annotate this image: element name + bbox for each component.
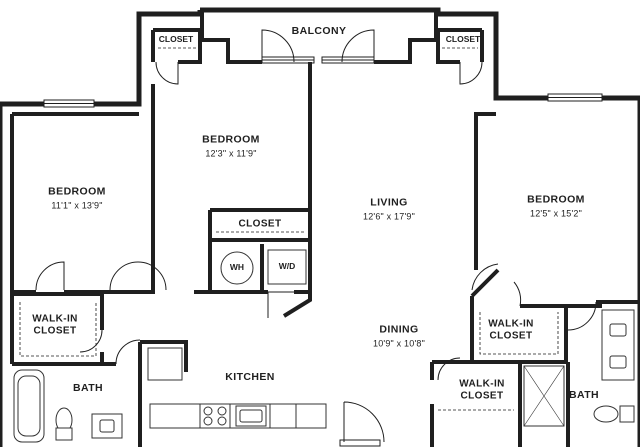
room-kitchen-name: KITCHEN <box>225 370 275 383</box>
wall-center-bedroom-left <box>110 30 155 294</box>
room-closet-top-left: CLOSET <box>158 34 194 45</box>
room-walkin-left-name: WALK-IN CLOSET <box>32 313 78 337</box>
closet-top-left-door <box>155 61 179 85</box>
fixtures <box>13 249 635 443</box>
balcony-door-right <box>341 29 375 63</box>
wall-bath-left <box>12 340 188 372</box>
room-bath-left-name: BATH <box>73 381 103 394</box>
room-bedroom-left-dims: 11'1" x 13'9" <box>51 200 103 211</box>
closet-top-right-door <box>459 61 483 85</box>
rod-walkin-right <box>479 312 559 355</box>
vanity-right-sink-2 <box>609 355 627 369</box>
room-closet-top-right: CLOSET <box>445 34 481 45</box>
bedroom-center-door <box>109 261 139 291</box>
room-bedroom-left: BEDROOM 11'1" x 13'9" <box>48 185 106 210</box>
range-burner-4 <box>217 416 227 426</box>
room-dining-name: DINING <box>379 323 419 336</box>
door-swings <box>35 29 597 443</box>
wall-closet-center <box>194 208 310 294</box>
fixture-water-heater-label: WH <box>229 262 245 273</box>
washer-dryer-icon <box>267 249 307 285</box>
room-closet-top-right-name: CLOSET <box>445 34 481 45</box>
room-kitchen: KITCHEN <box>225 371 274 383</box>
wall-closet-top-left <box>153 28 202 64</box>
wall-wd-angle <box>282 290 312 318</box>
room-bedroom-right-name: BEDROOM <box>527 193 585 206</box>
interior-walls <box>10 28 640 447</box>
room-bedroom-right-dims: 12'5" x 15'2" <box>530 208 582 219</box>
walkin-lower-door <box>437 357 461 381</box>
room-closet-top-left-name: CLOSET <box>158 34 194 45</box>
range-burner-3 <box>203 416 213 426</box>
wall-right-bath <box>566 300 640 447</box>
room-living-dims: 12'6" x 17'9" <box>363 211 415 222</box>
room-bedroom-right: BEDROOM 12'5" x 15'2" <box>527 193 585 218</box>
kitchen-counter-side <box>147 347 183 381</box>
bedroom-right-door <box>471 263 499 291</box>
toilet-left-tank <box>55 427 73 441</box>
room-walkin-right-lower-name: WALK-IN CLOSET <box>459 378 505 402</box>
wall-walkin-lower <box>430 360 522 447</box>
room-closet-center: CLOSET <box>239 218 282 230</box>
room-walkin-right-upper-name: WALK-IN CLOSET <box>488 318 534 342</box>
range-icon <box>199 403 231 429</box>
room-bedroom-center-dims: 12'3" x 11'9" <box>205 148 257 159</box>
room-bedroom-center: BEDROOM 12'3" x 11'9" <box>202 133 260 158</box>
room-bedroom-left-name: BEDROOM <box>48 185 106 198</box>
range-burner-2 <box>217 406 227 416</box>
room-living: LIVING 12'6" x 17'9" <box>363 196 415 221</box>
wall-walkin-left <box>10 292 104 366</box>
walkin-right-door <box>513 281 522 307</box>
fixture-water-heater: WH <box>229 262 245 273</box>
bathtub-left-inner <box>17 375 41 437</box>
room-closet-center-name: CLOSET <box>238 218 282 230</box>
dishwasher-icon <box>269 403 297 429</box>
room-bath-right-name: BATH <box>569 388 599 401</box>
vanity-right-icon <box>601 309 635 381</box>
balcony-door-left <box>261 29 295 63</box>
toilet-right-tank <box>619 405 635 423</box>
walkin-left-door <box>79 329 103 353</box>
room-living-name: LIVING <box>370 196 408 209</box>
room-balcony-name: BALCONY <box>291 24 347 37</box>
wall-bedroom-right <box>470 112 500 298</box>
balcony-right-wall <box>374 12 438 64</box>
room-bedroom-center-name: BEDROOM <box>202 133 260 146</box>
toilet-right-icon <box>593 405 619 423</box>
range-burner-1 <box>203 406 213 416</box>
kitchen-entry-door <box>343 401 385 443</box>
room-walkin-right-lower: WALK-IN CLOSET <box>459 379 505 402</box>
bedroom-left-door <box>35 261 65 291</box>
fixture-washer-dryer-label: W/D <box>278 261 296 272</box>
fixture-washer-dryer: W/D <box>278 261 296 272</box>
windows <box>43 56 603 447</box>
sink-left-basin <box>99 419 115 433</box>
vanity-right-sink-1 <box>609 323 627 337</box>
bedroom-center-door-2 <box>137 261 167 291</box>
room-dining-dims: 10'9" x 10'8" <box>373 338 425 349</box>
wd-closet-door <box>267 291 294 318</box>
room-bath-left: BATH <box>73 382 103 394</box>
closet-rods <box>19 47 559 411</box>
room-dining: DINING 10'9" x 10'8" <box>373 323 425 348</box>
room-bath-right: BATH <box>569 389 599 401</box>
bath-left-door <box>115 339 141 365</box>
balcony-left-wall <box>200 12 262 64</box>
shower-right-cross <box>523 365 565 427</box>
wall-closet-top-right <box>436 28 484 64</box>
kitchen-sink-basin <box>239 409 263 423</box>
kitchen-window <box>339 439 381 447</box>
room-walkin-right-upper: WALK-IN CLOSET <box>488 319 534 342</box>
rod-walkin-left <box>19 302 97 357</box>
water-heater-icon <box>220 251 254 285</box>
room-walkin-left: WALK-IN CLOSET <box>32 314 78 337</box>
room-balcony: BALCONY <box>292 25 347 37</box>
